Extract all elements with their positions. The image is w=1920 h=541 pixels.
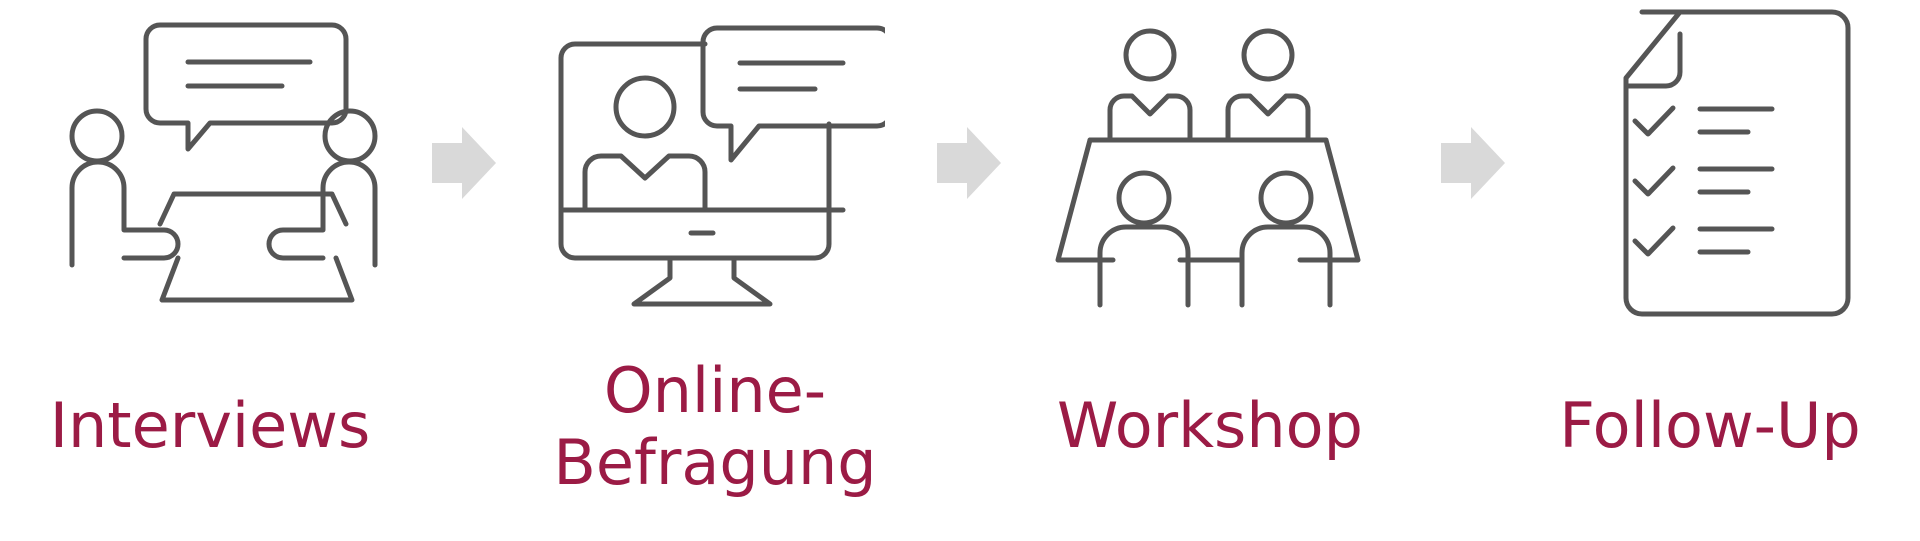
interview-icon bbox=[40, 0, 460, 320]
arrow-right-icon bbox=[937, 127, 1001, 204]
step-label: Follow-Up bbox=[1559, 389, 1861, 462]
workshop-icon bbox=[1040, 0, 1380, 320]
step-label: Workshop bbox=[1057, 389, 1363, 462]
arrow-right-icon bbox=[432, 127, 496, 204]
arrow-right-icon bbox=[1441, 127, 1505, 204]
online-survey-icon bbox=[545, 0, 885, 320]
step-label: Online- Befragung bbox=[553, 354, 877, 499]
step-label: Interviews bbox=[49, 389, 371, 462]
checklist-document-icon bbox=[1540, 0, 1880, 320]
